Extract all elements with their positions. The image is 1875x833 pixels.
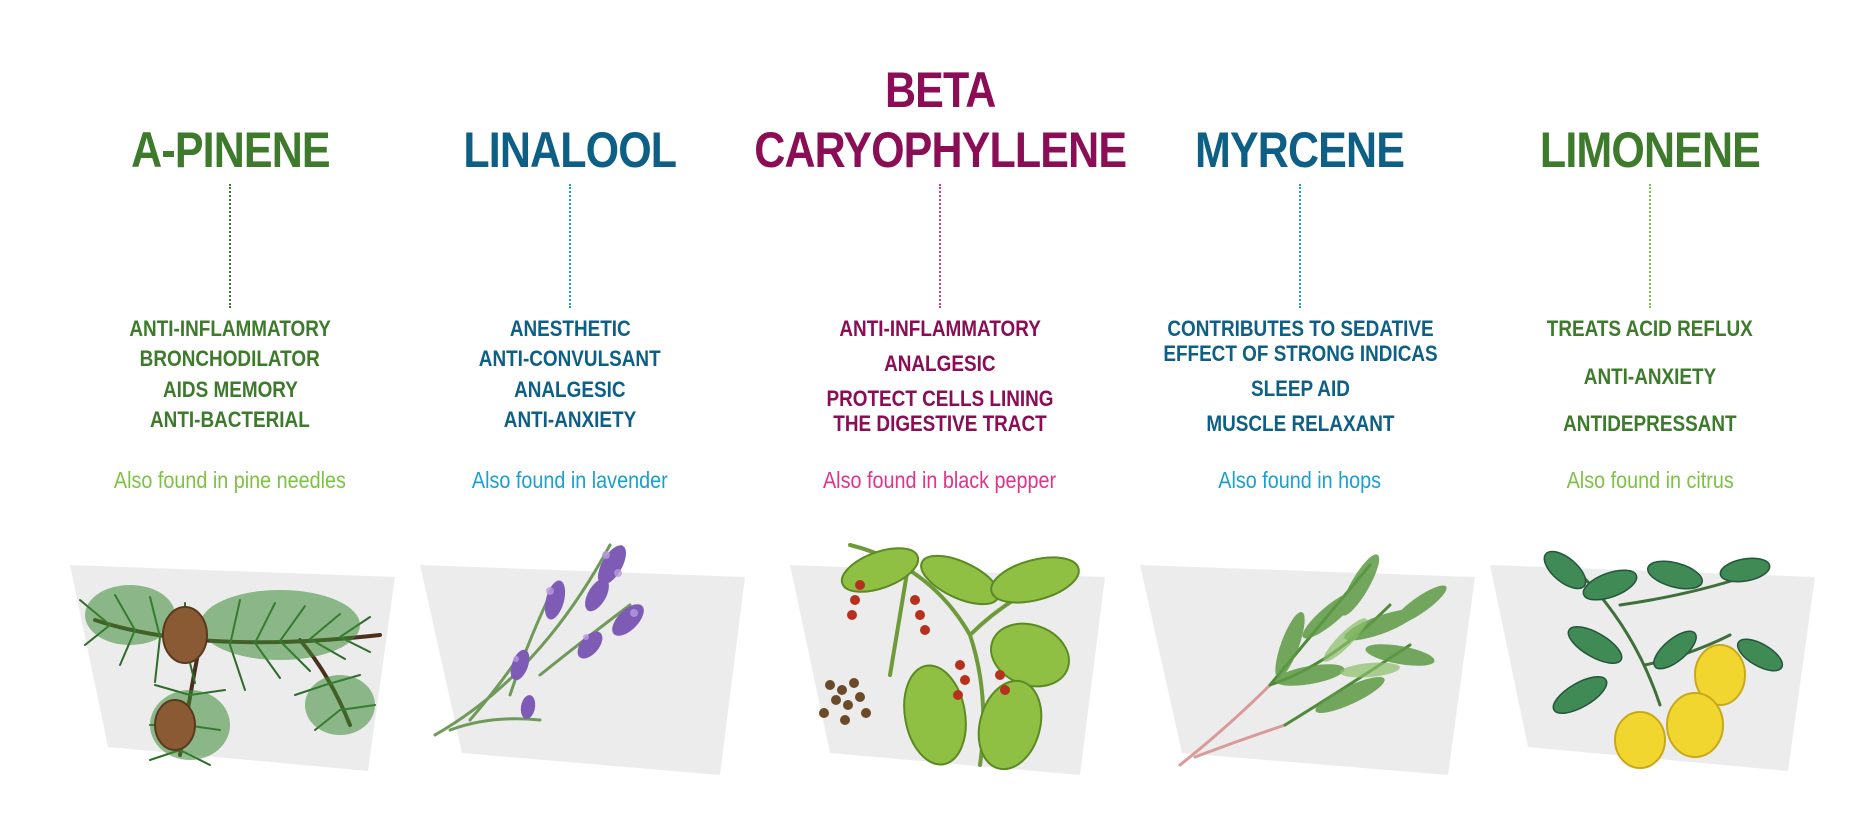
also-found-text: Also found in lavender (472, 467, 668, 493)
terpene-title: BETA CARYOPHYLLENE (724, 0, 1156, 180)
terpene-title-line: LINALOOL (463, 122, 678, 178)
terpene-title-line: A-PINENE (130, 122, 330, 178)
black-pepper-icon (760, 525, 1120, 785)
terpene-title-line: LIMONENE (1539, 122, 1761, 178)
benefit-item: PROTECT CELLS LINING THE DIGESTIVE TRACT (826, 386, 1054, 436)
terpene-title: LIMONENE (1522, 0, 1778, 180)
benefit-list: ANTI-INFLAMMATORY ANALGESIC PROTECT CELL… (808, 316, 1072, 436)
terpene-title: A-PINENE (115, 0, 346, 180)
lavender-icon (390, 525, 750, 785)
terpene-title-line: MYRCENE (1195, 122, 1405, 178)
terpene-column-linalool: LINALOOL ANESTHETIC ANTI-CONVULSANT ANAL… (390, 0, 750, 833)
benefit-item: CONTRIBUTES TO SEDATIVE EFFECT OF STRONG… (1162, 316, 1438, 366)
terpene-column-beta-caryophyllene: BETA CARYOPHYLLENE ANTI-INFLAMMATORY ANA… (754, 0, 1127, 833)
also-found-text: Also found in hops (1218, 467, 1382, 493)
dotted-connector (939, 184, 941, 308)
benefit-item: BRONCHODILATOR (139, 346, 321, 372)
benefit-item: ANTI-ANXIETY (503, 406, 637, 432)
terpene-title-line: BETA (884, 62, 996, 118)
benefit-item: ANTI-INFLAMMATORY (129, 316, 331, 341)
benefit-item: MUSCLE RELAXANT (1205, 411, 1395, 436)
also-found-text: Also found in pine needles (113, 467, 347, 493)
benefit-item: AIDS MEMORY (162, 376, 298, 402)
dotted-connector (229, 184, 231, 308)
benefit-list: TREATS ACID REFLUX ANTI-ANXIETY ANTIDEPR… (1530, 316, 1770, 436)
terpene-column-a-pinene: A-PINENE ANTI-INFLAMMATORY BRONCHODILATO… (50, 0, 410, 833)
benefit-item: ANALGESIC (884, 351, 996, 376)
dotted-connector (1299, 184, 1301, 308)
benefit-item: ANALGESIC (514, 376, 626, 402)
benefit-item: ANTI-CONVULSANT (479, 346, 661, 372)
benefit-list: ANESTHETIC ANTI-CONVULSANT ANALGESIC ANT… (464, 316, 675, 432)
benefit-item: ANTIDEPRESSANT (1563, 411, 1737, 436)
pine-branch-icon (50, 525, 410, 785)
benefit-list: CONTRIBUTES TO SEDATIVE EFFECT OF STRONG… (1141, 316, 1460, 436)
terpene-title-line: CARYOPHYLLENE (754, 122, 1127, 178)
also-found-text: Also found in black pepper (823, 467, 1057, 493)
benefit-item: TREATS ACID REFLUX (1546, 316, 1754, 341)
benefit-list: ANTI-INFLAMMATORY BRONCHODILATOR AIDS ME… (113, 316, 347, 432)
benefit-item: ANTI-ANXIETY (1583, 363, 1717, 389)
benefit-item: ANTI-BACTERIAL (150, 406, 310, 432)
benefit-item: SLEEP AID (1250, 376, 1350, 401)
terpene-title: LINALOOL (446, 0, 694, 180)
also-found-text: Also found in citrus (1566, 467, 1734, 493)
dotted-connector (569, 184, 571, 308)
hops-herb-icon (1120, 525, 1480, 785)
terpene-column-limonene: LIMONENE TREATS ACID REFLUX ANTI-ANXIETY… (1470, 0, 1830, 833)
dotted-connector (1649, 184, 1651, 308)
lemon-branch-icon (1470, 525, 1830, 785)
benefit-item: ANTI-INFLAMMATORY (839, 316, 1041, 341)
terpene-column-myrcene: MYRCENE CONTRIBUTES TO SEDATIVE EFFECT O… (1120, 0, 1480, 833)
benefit-item: ANESTHETIC (509, 316, 631, 341)
terpene-title: MYRCENE (1178, 0, 1421, 180)
